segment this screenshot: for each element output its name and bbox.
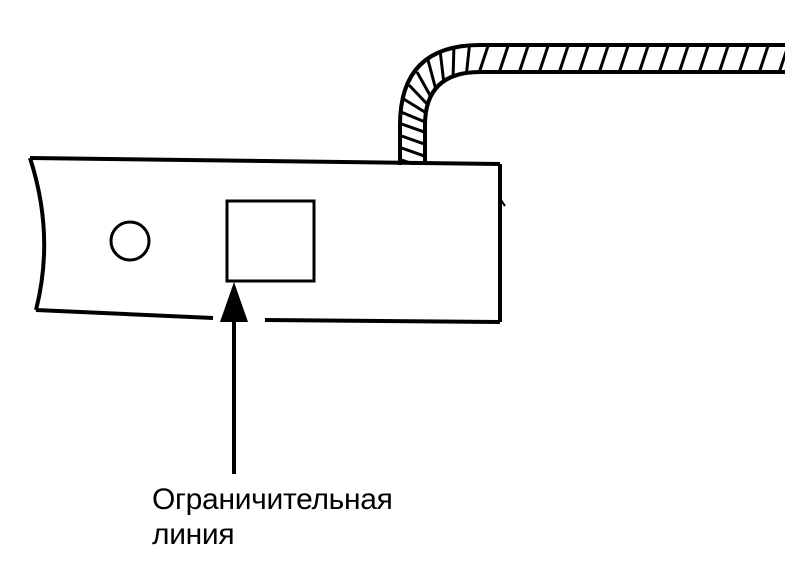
hose-hatching — [400, 45, 785, 165]
hose-outline — [398, 43, 785, 165]
round-hole — [109, 220, 151, 262]
braided-hose — [398, 43, 785, 165]
plate-bottom-edge-right — [264, 318, 501, 324]
arrow-head — [220, 282, 248, 322]
callout-label-line1: Ограничительная — [152, 483, 393, 516]
callout-label: Ограничительная линия — [152, 482, 393, 552]
callout-arrow — [220, 282, 248, 474]
plate-left-edge — [28, 157, 47, 311]
plate-top-edge — [29, 156, 501, 166]
bracket-plate — [28, 156, 506, 324]
plate-bottom-edge-left — [35, 308, 214, 320]
plate-edge-tick — [500, 199, 506, 207]
square-window — [225, 199, 316, 283]
callout-label-line2: линия — [152, 518, 235, 551]
